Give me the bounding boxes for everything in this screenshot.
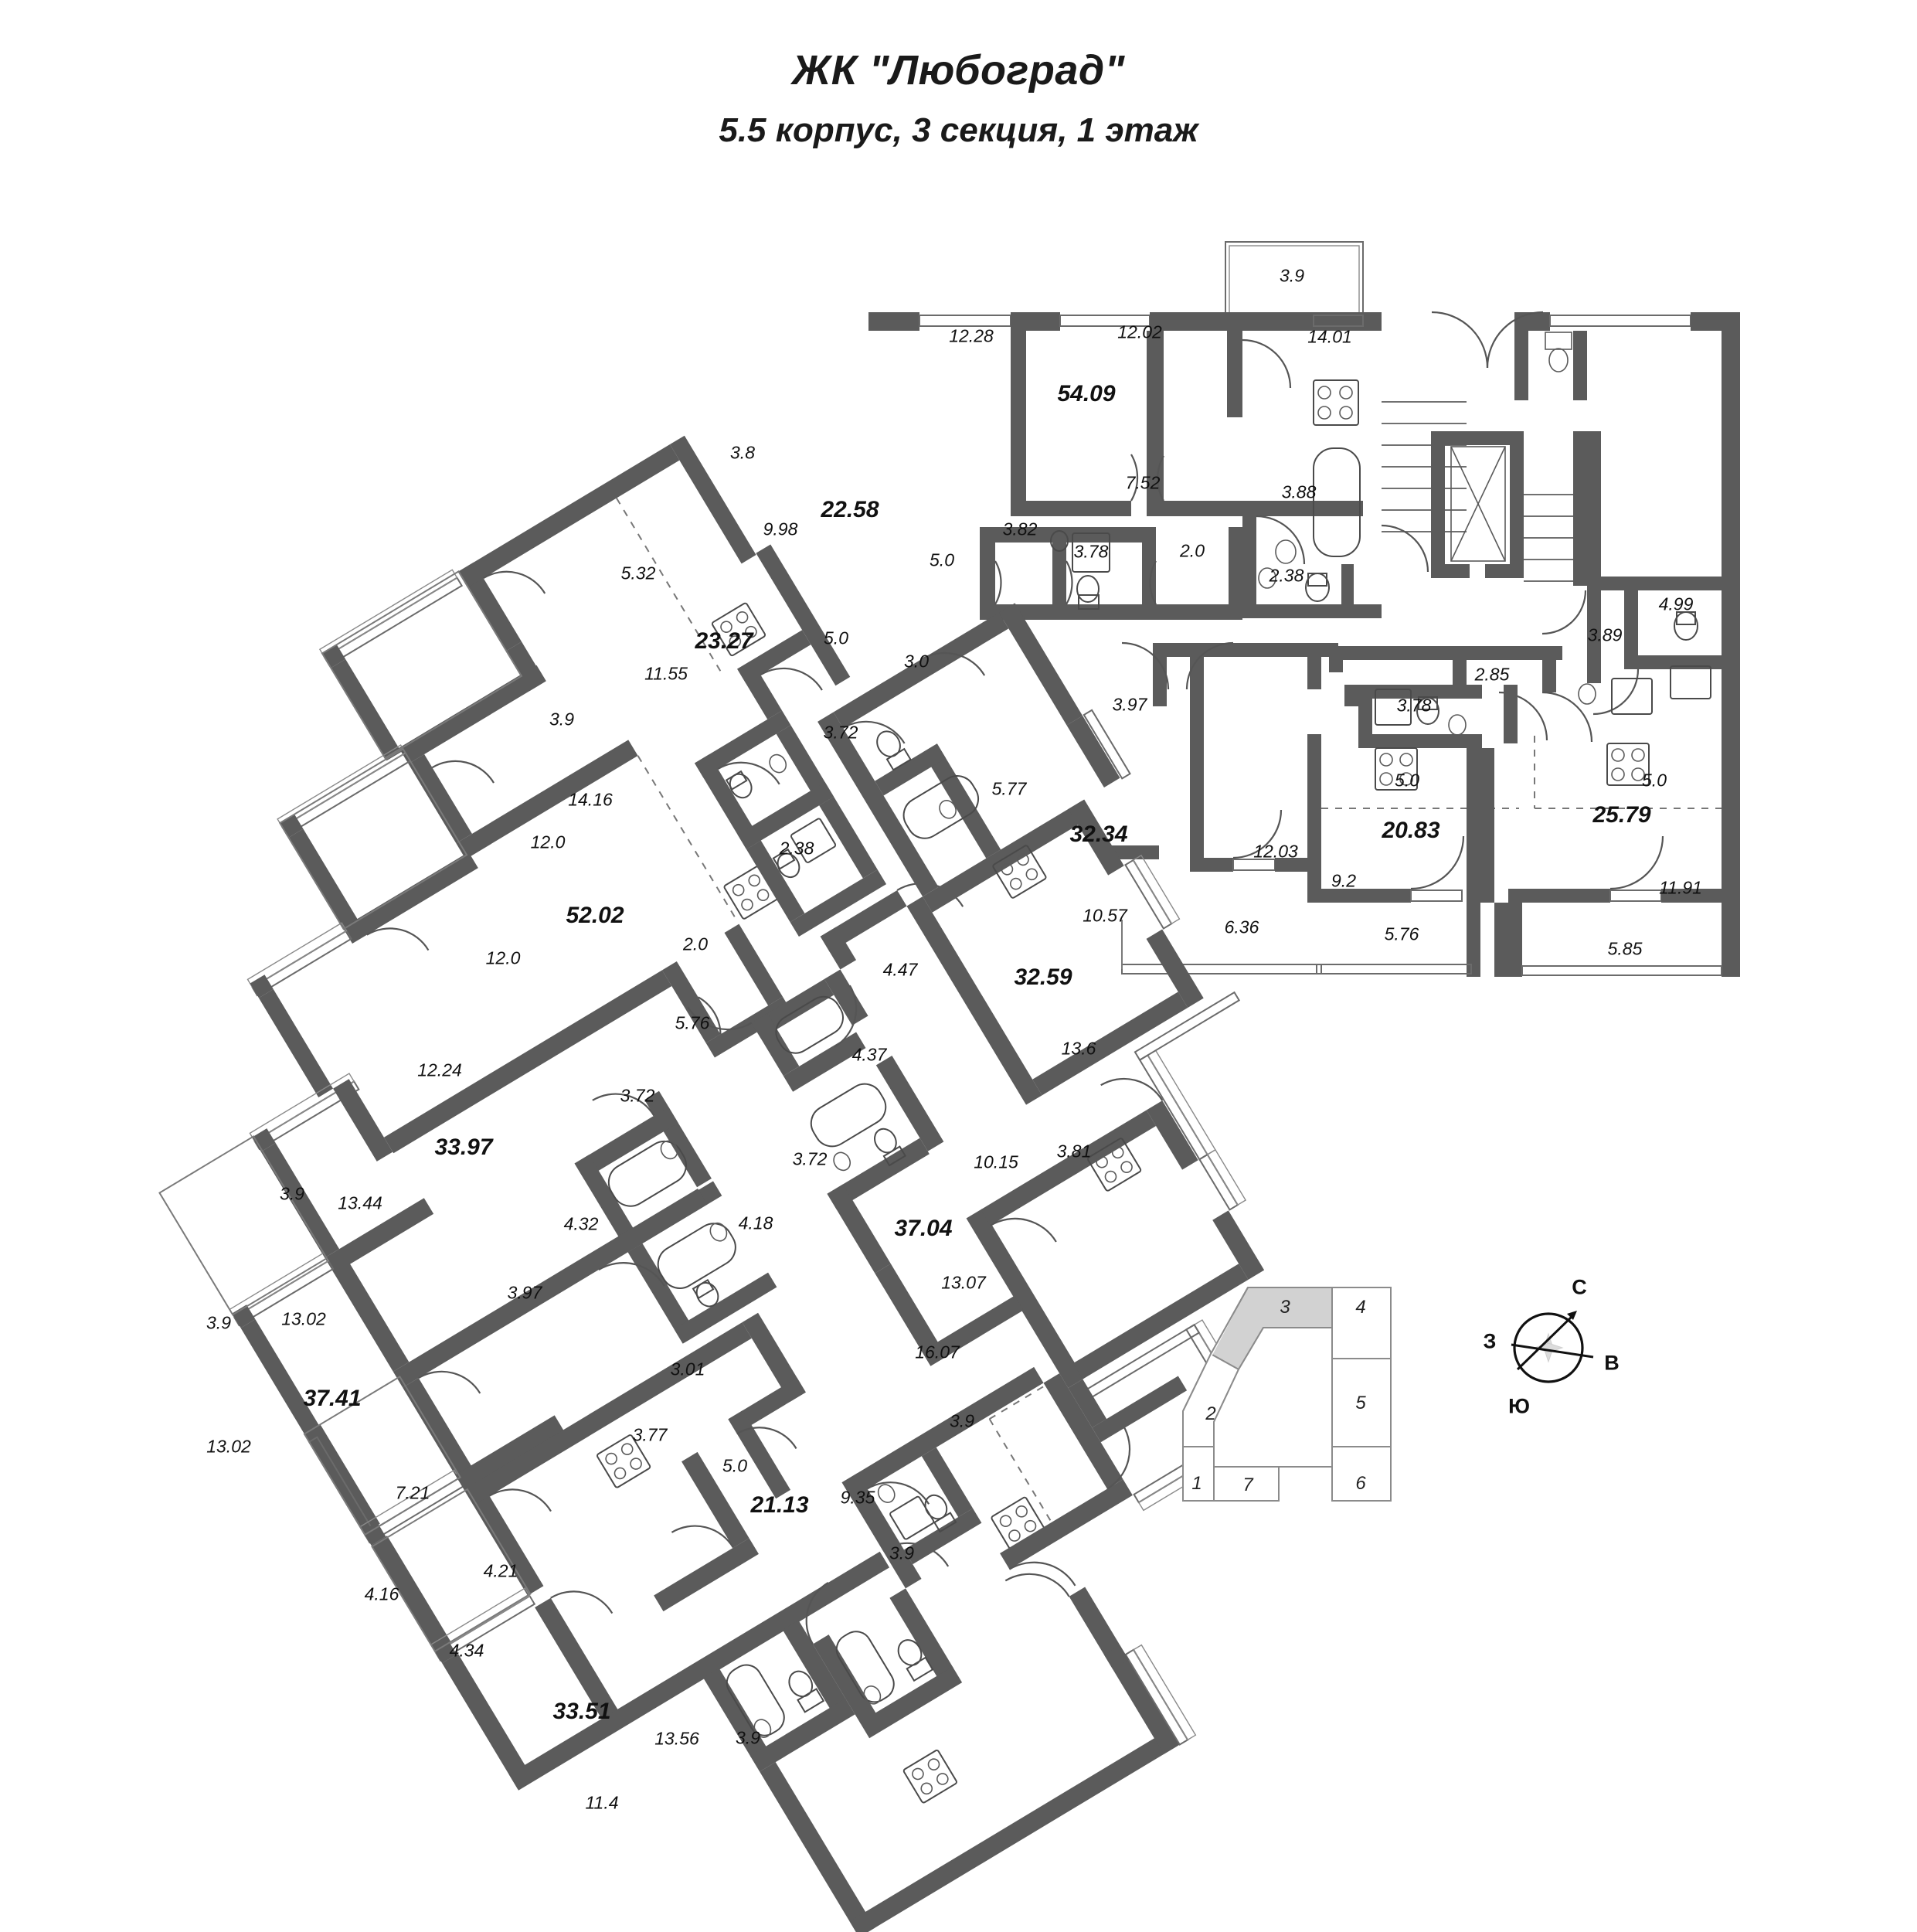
balcony-outlines <box>158 570 532 1653</box>
key-segment-3: 3 <box>1280 1297 1290 1318</box>
key-segment-2: 2 <box>1205 1403 1216 1424</box>
block-right-orthogonal <box>868 241 1740 977</box>
key-segment-4: 4 <box>1355 1297 1366 1318</box>
key-segment-5: 5 <box>1355 1393 1366 1413</box>
building-section-key: 1 2 3 4 5 6 7 <box>1163 1267 1418 1522</box>
key-segment-7: 7 <box>1242 1475 1253 1495</box>
compass-west-label: З <box>1483 1329 1497 1353</box>
compass-south-label: Ю <box>1508 1394 1530 1418</box>
block-diagonal <box>229 435 1267 1932</box>
compass-east-label: В <box>1604 1351 1620 1375</box>
compass-north-label: С <box>1572 1275 1587 1299</box>
key-segment-6: 6 <box>1355 1473 1366 1494</box>
compass-rose: С В Ю З <box>1468 1267 1638 1437</box>
key-segment-1: 1 <box>1191 1473 1202 1494</box>
